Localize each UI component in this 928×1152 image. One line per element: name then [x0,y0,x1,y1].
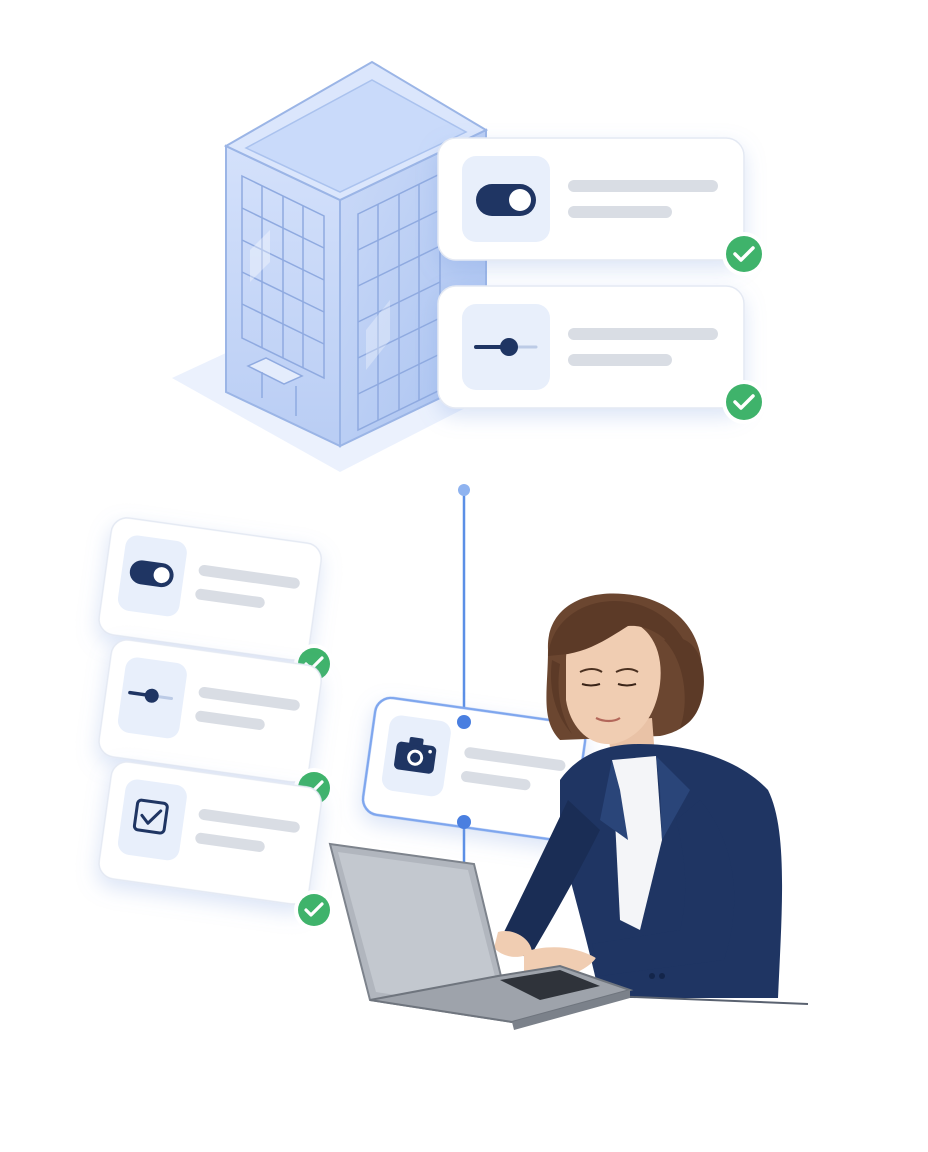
connector-node [457,815,471,829]
text-placeholder-line [464,747,566,771]
connector-node [457,715,471,729]
text-placeholder-line [198,808,300,833]
camera-icon [394,737,437,774]
laptop-icon [328,842,634,1030]
text-placeholder-line [195,588,265,608]
slider-icon [474,338,538,356]
text-placeholder-line [195,832,265,852]
checkmark-icon [722,232,766,276]
text-placeholder-line [461,771,531,791]
text-placeholder-line [568,328,718,340]
text-placeholder-line [198,686,300,711]
checkbox-icon [132,798,169,835]
text-placeholder-line [195,710,265,730]
slider-icon [128,688,174,703]
toggle-icon [476,184,536,216]
left-card-slider [98,639,322,783]
woman-at-laptop [494,593,783,998]
checkmark-icon [722,380,766,424]
text-placeholder-line [568,354,672,366]
left-card-toggle [98,517,322,661]
center-card-camera [361,696,587,842]
office-building-icon [172,60,520,472]
left-card-checkbox [98,761,322,905]
checkmark-icon [294,890,334,930]
text-placeholder-line [198,564,300,589]
text-placeholder-line [568,180,718,192]
text-placeholder-line [568,206,672,218]
toggle-icon [129,560,174,588]
